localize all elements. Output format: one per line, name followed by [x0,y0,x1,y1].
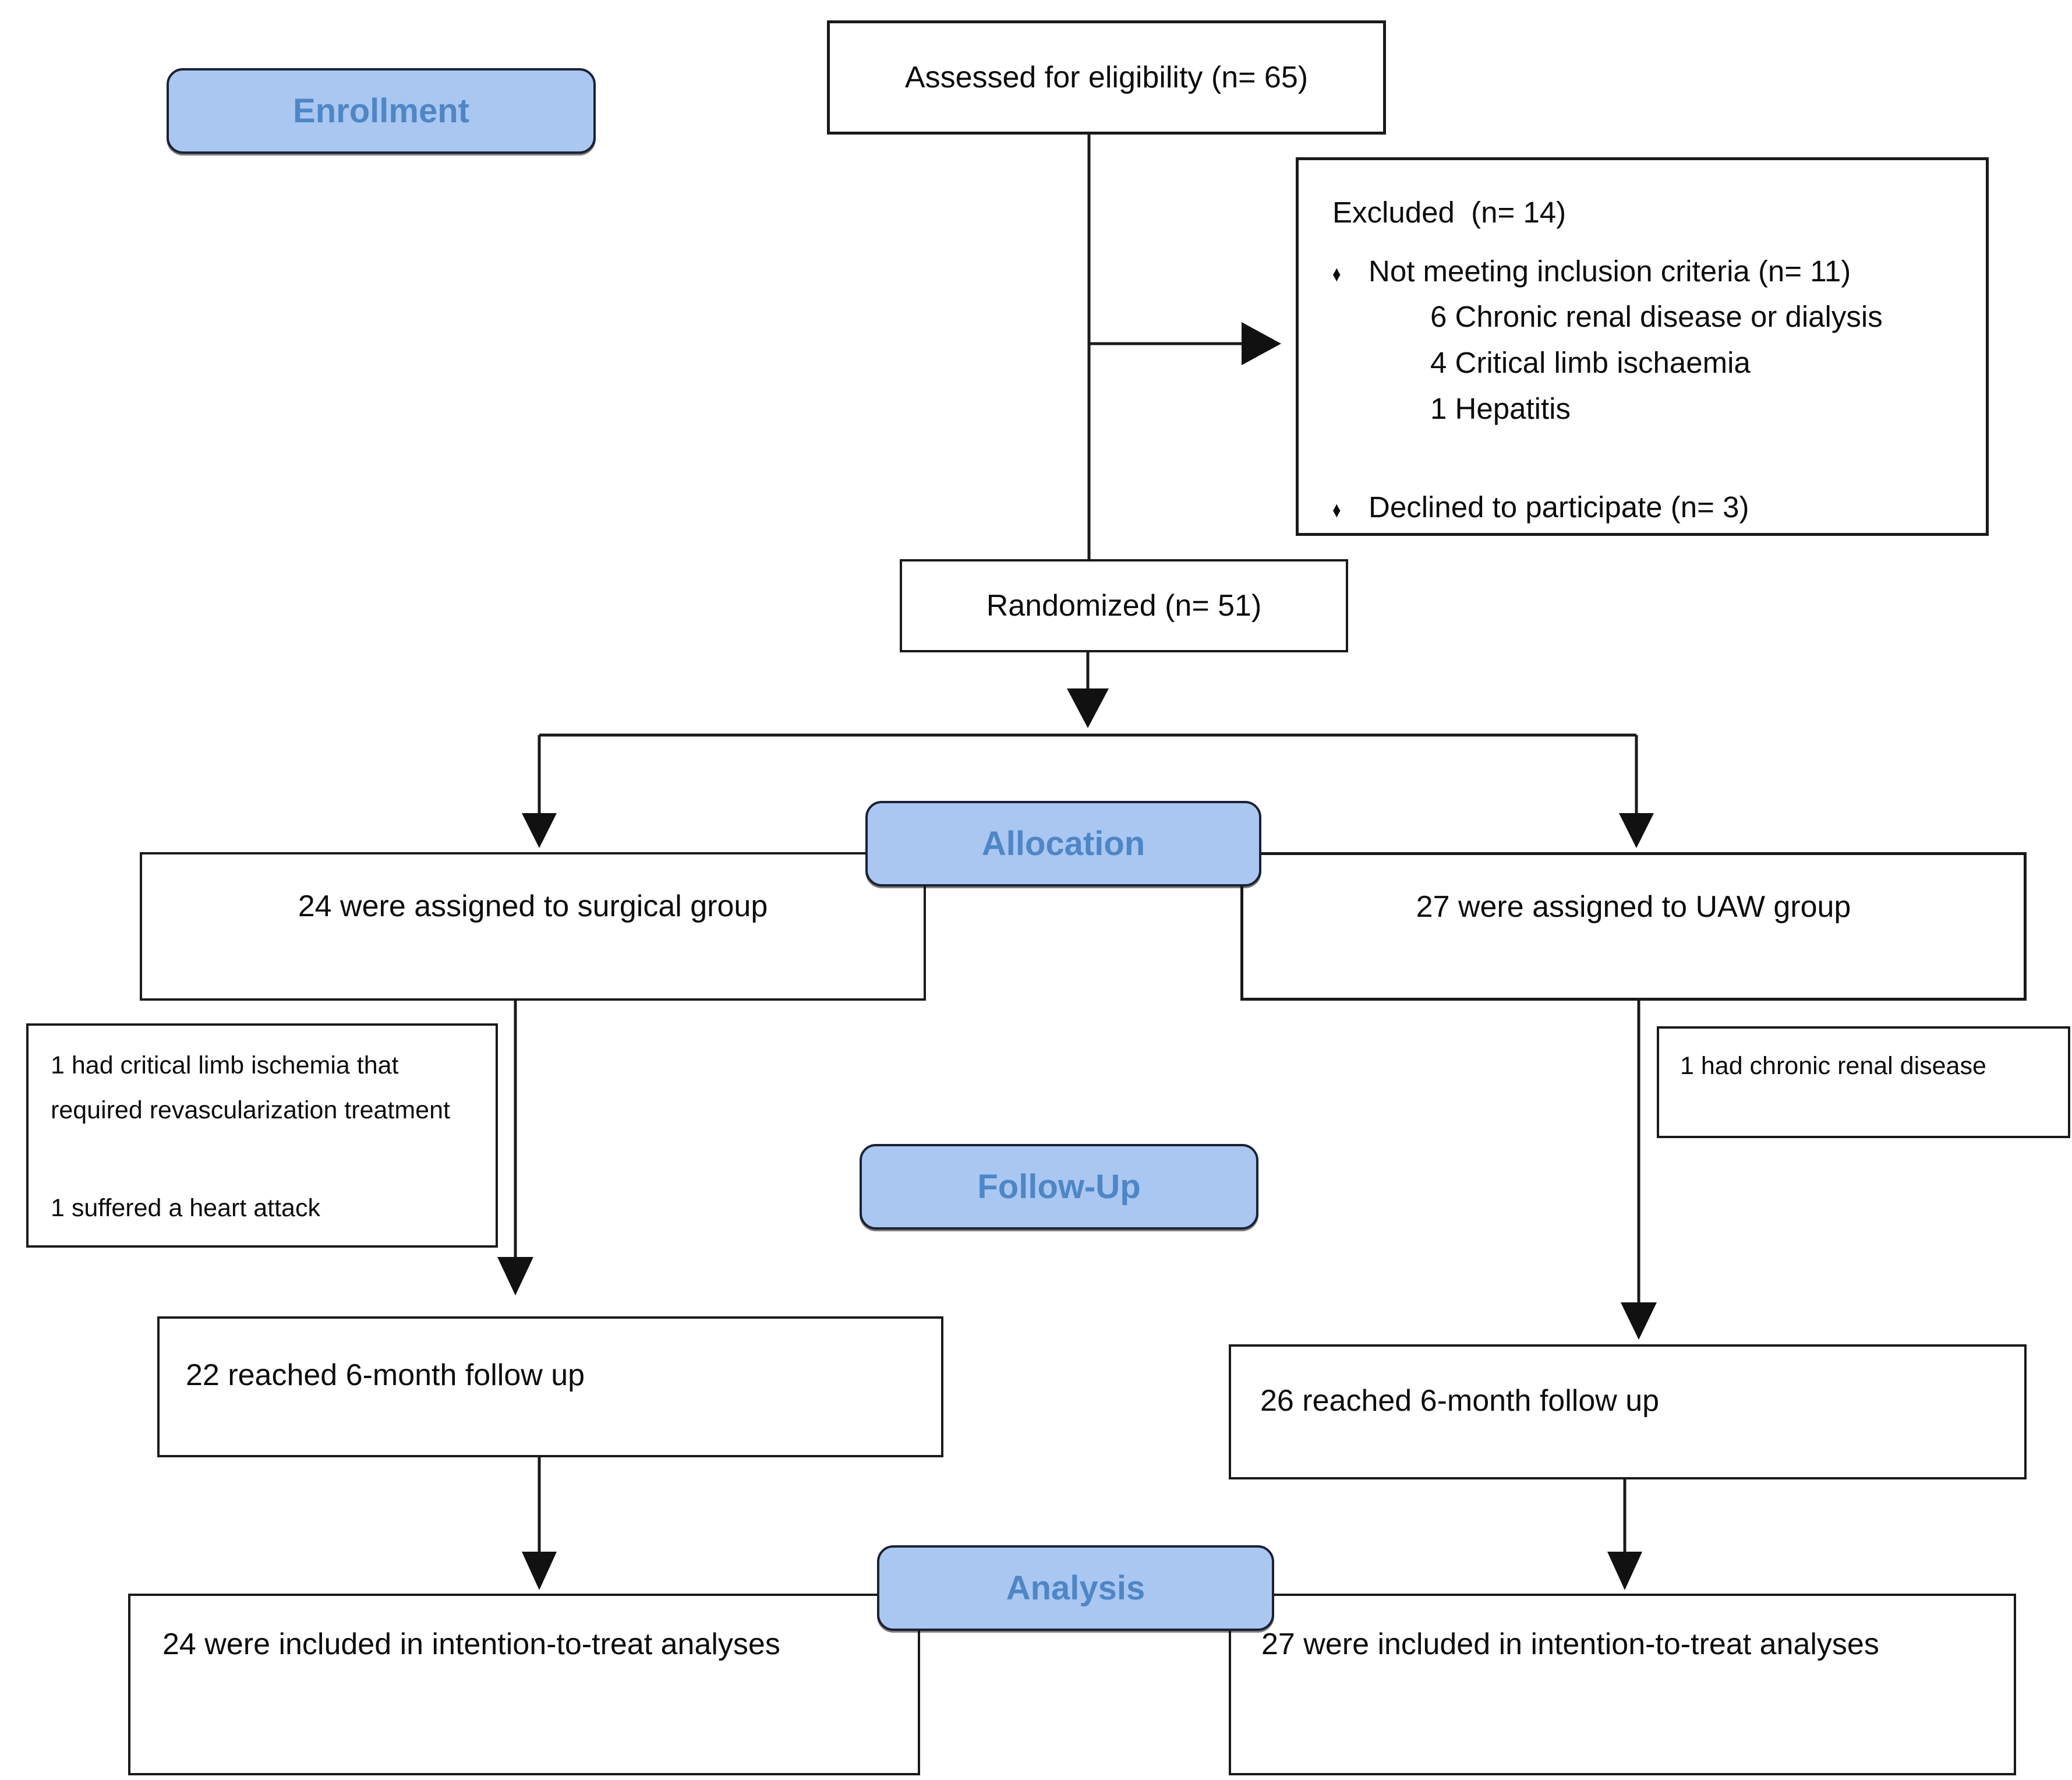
stage-badge-enrollment: Enrollment [167,68,596,154]
stage-badge-followup: Follow-Up [860,1144,1258,1230]
bullet-diamond-icon: ♦ [1332,262,1341,287]
arrowhead-randomized-split [1067,688,1109,728]
excluded-sub-items: 6 Chronic renal disease or dialysis 4 Cr… [1430,294,1963,432]
box-followup-uaw-text: 26 reached 6-month follow up [1260,1384,1660,1418]
stage-label-analysis: Analysis [1006,1569,1145,1607]
box-allocation-uaw-text: 27 were assigned to UAW group [1416,890,1851,924]
box-analysis-surgical: 24 were included in intention-to-treat a… [128,1594,920,1775]
stage-label-allocation: Allocation [981,825,1145,863]
excluded-item-not-meeting: ♦ Not meeting inclusion criteria (n= 11) [1332,249,1963,294]
excluded-sub-item: 1 Hepatitis [1430,392,1571,426]
stage-label-enrollment: Enrollment [293,92,469,130]
box-followup-uaw: 26 reached 6-month follow up [1229,1344,2027,1479]
arrowhead-excluded [1242,322,1281,365]
box-allocation-surgical-text: 24 were assigned to surgical group [298,889,768,923]
box-allocation-surgical: 24 were assigned to surgical group [140,852,926,1001]
note-surgical-line1: 1 had critical limb ischemia that requir… [51,1051,450,1124]
box-randomized-text: Randomized (n= 51) [986,588,1262,623]
bullet-diamond-icon: ♦ [1332,498,1341,523]
excluded-item-declined: ♦ Declined to participate (n= 3) [1332,485,1963,530]
excluded-item1-text: Not meeting inclusion criteria (n= 11) [1369,254,1851,288]
excluded-title: Excluded (n= 14) [1332,196,1567,229]
box-allocation-uaw: 27 were assigned to UAW group [1240,852,2027,1001]
stage-badge-allocation: Allocation [865,801,1261,887]
excluded-sub-item: 6 Chronic renal disease or dialysis [1430,300,1883,333]
stage-badge-analysis: Analysis [877,1545,1274,1631]
stage-label-followup: Follow-Up [977,1168,1141,1206]
box-randomized: Randomized (n= 51) [900,559,1348,652]
arrowhead-followup-right [1621,1302,1657,1340]
arrowhead-analysis-left [522,1552,557,1590]
excluded-sub-item: 4 Critical limb ischaemia [1430,346,1751,380]
box-note-surgical: 1 had critical limb ischemia that requir… [26,1023,498,1248]
arrowhead-alloc-left [522,813,557,848]
note-uaw-text: 1 had chronic renal disease [1680,1052,1986,1080]
box-analysis-uaw-text: 27 were included in intention-to-treat a… [1261,1627,1879,1661]
box-analysis-uaw: 27 were included in intention-to-treat a… [1229,1594,2016,1775]
note-surgical-line2: 1 suffered a heart attack [51,1194,320,1223]
excluded-item2-text: Declined to participate (n= 3) [1369,490,1749,524]
box-analysis-surgical-text: 24 were included in intention-to-treat a… [162,1627,780,1661]
arrowhead-alloc-right [1619,813,1654,848]
box-followup-surgical: 22 reached 6-month follow up [157,1316,943,1457]
box-excluded: Excluded (n= 14) ♦ Not meeting inclusion… [1296,157,1989,536]
arrowhead-followup-left [497,1257,533,1295]
box-assessed-text: Assessed for eligibility (n= 65) [904,60,1309,94]
arrowhead-analysis-right [1607,1552,1642,1590]
box-followup-surgical-text: 22 reached 6-month follow up [186,1358,585,1392]
box-assessed-eligibility: Assessed for eligibility (n= 65) [827,20,1386,135]
box-note-uaw: 1 had chronic renal disease [1657,1026,2070,1138]
